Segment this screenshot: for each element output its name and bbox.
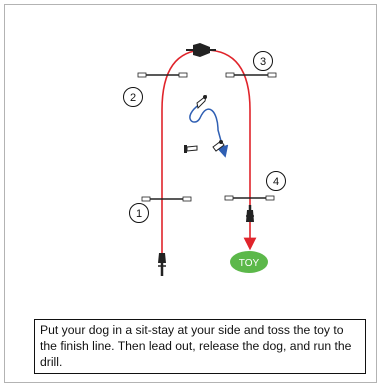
dog-icon-running	[212, 140, 225, 152]
dog-icon	[196, 94, 207, 110]
number-label-4: 4	[273, 176, 279, 188]
dog-icon-sitting	[184, 145, 198, 153]
dog-path	[189, 103, 229, 158]
jump-1	[141, 196, 192, 202]
toy: TOY	[230, 251, 268, 273]
number-circle-3: 3	[253, 51, 273, 71]
number-label-2: 2	[130, 92, 136, 104]
number-label-3: 3	[260, 56, 266, 68]
handler-finish-icon	[246, 205, 254, 222]
instruction-caption: Put your dog in a sit-stay at your side …	[34, 319, 366, 374]
number-circle-2: 2	[123, 87, 143, 107]
toy-label: TOY	[239, 258, 260, 269]
jump-3	[225, 72, 277, 78]
jump-4	[224, 195, 275, 201]
handler-icon	[186, 43, 216, 57]
number-circle-1: 1	[129, 203, 149, 223]
handler-start-icon	[158, 253, 166, 276]
number-circle-4: 4	[266, 171, 286, 191]
handler-path	[161, 49, 257, 255]
number-label-1: 1	[136, 208, 142, 220]
jump-2	[137, 72, 188, 78]
